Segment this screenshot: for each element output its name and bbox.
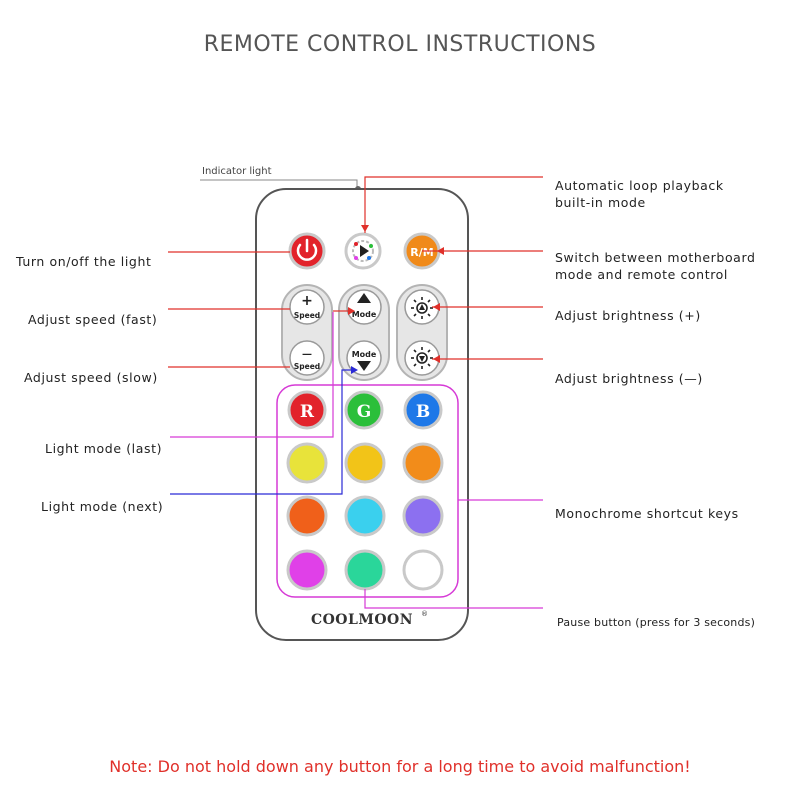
label-rm-line2: mode and remote control [555,267,728,282]
page-title: REMOTE CONTROL INSTRUCTIONS [203,32,597,57]
leader-lines-magenta [170,312,543,609]
violet-button[interactable] [402,495,444,537]
mode-last-label: Mode [352,310,377,319]
auto-loop-button[interactable] [344,232,382,270]
speed-slow-button[interactable]: — Speed [289,340,325,376]
g-button[interactable]: G [344,390,384,430]
label-brightness-up: Adjust brightness (+) [555,308,701,323]
label-rm: Switch between motherboard mode and remo… [555,249,756,283]
magenta-button[interactable] [286,549,328,591]
teal-pause-button[interactable] [344,549,386,591]
label-speed-slow: Adjust speed (slow) [24,370,158,385]
mode-last-button[interactable]: Mode [346,289,382,325]
triangle-up-icon [357,293,371,303]
label-auto-loop-line2: built-in mode [555,195,646,210]
leader-lines-red [168,176,543,368]
r-button[interactable]: R [287,390,327,430]
label-rm-line1: Switch between motherboard [555,250,756,265]
yellow-button[interactable] [286,442,328,484]
rm-button-label: R/M [410,246,433,259]
brightness-down-button[interactable] [404,340,440,376]
dark-orange-button[interactable] [286,495,328,537]
b-button-label: B [416,402,430,422]
brand-logo: COOLMOON [311,612,413,628]
speed-minus-glyph: — [302,349,312,360]
orange-button[interactable] [402,442,444,484]
label-monochrome-keys: Monochrome shortcut keys [555,506,739,521]
g-button-label: G [357,402,372,422]
label-brightness-down: Adjust brightness (—) [555,371,703,386]
r-button-label: R [300,402,315,422]
b-button[interactable]: B [403,390,443,430]
warning-note: Note: Do not hold down any button for a … [109,757,691,776]
gold-button[interactable] [344,442,386,484]
speed-fast-button[interactable]: + Speed [289,289,325,325]
label-auto-loop-line1: Automatic loop playback [555,178,724,193]
monochrome-keys-frame [276,384,459,598]
label-mode-next: Light mode (next) [41,499,164,514]
sun-up-icon [411,297,433,319]
leader-arrowheads [348,225,444,363]
indicator-leader-line [200,179,358,188]
brightness-up-button[interactable] [404,289,440,325]
mode-next-button[interactable]: Mode [346,340,382,376]
speed-slow-label: Speed [294,362,320,371]
power-button[interactable] [288,232,326,270]
triangle-down-icon [357,361,371,371]
label-power: Turn on/off the light [16,254,152,269]
label-speed-fast: Adjust speed (fast) [28,312,158,327]
mode-next-label: Mode [352,350,377,359]
label-auto-loop: Automatic loop playback built-in mode [555,177,724,211]
brand-registered-mark: ® [421,610,428,618]
label-pause: Pause button (press for 3 seconds) [557,616,756,629]
sun-down-icon [411,347,433,369]
indicator-light-label: Indicator light [202,166,272,177]
speed-fast-label: Speed [294,311,320,320]
cyan-button[interactable] [344,495,386,537]
leader-line-blue [170,369,351,495]
speed-plus-glyph: + [301,293,313,309]
white-button[interactable] [402,549,444,591]
label-mode-last: Light mode (last) [45,441,163,456]
